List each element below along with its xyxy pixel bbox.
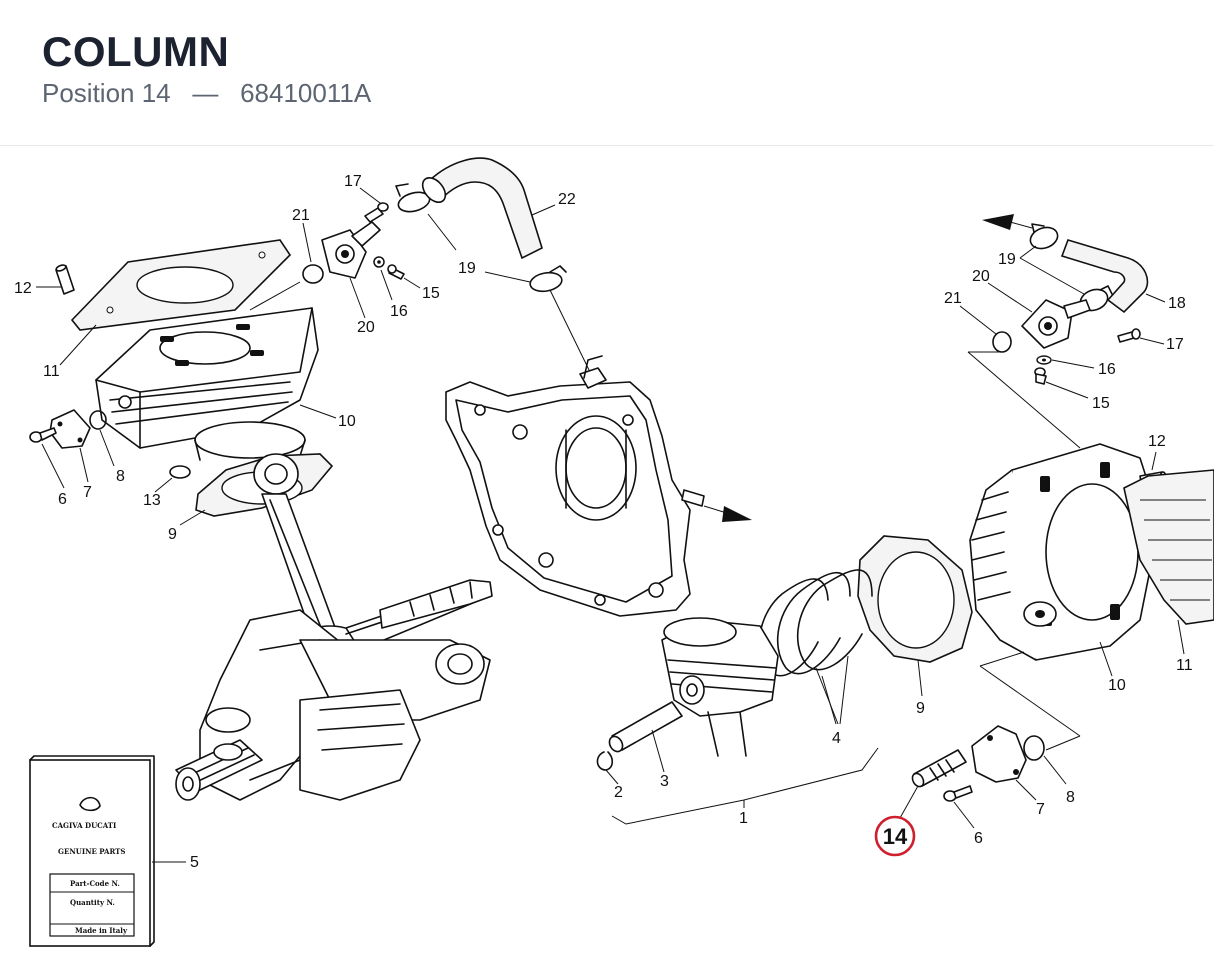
callout-6-right: 6 [974,830,983,847]
callout-18: 18 [1168,295,1186,312]
page-title: COLUMN [42,28,230,75]
callout-11-left: 11 [43,363,60,380]
circlip-2 [596,751,614,771]
callout-20-right: 20 [972,268,990,285]
flow-arrow-crankcase [703,505,752,522]
callout-6-left: 6 [58,491,67,508]
callout-19-left: 19 [458,260,476,277]
callout-1: 1 [739,810,748,827]
screw-15-left [387,264,405,280]
booklet-footer: Made in Italy [75,926,128,935]
water-fitting-20-left [321,221,381,279]
cover-plate-7-left [49,409,91,449]
flow-arrow-top-right [982,214,1033,230]
callout-9-left: 9 [168,526,177,543]
callout-4: 4 [832,730,841,747]
callout-10-left: 10 [338,413,356,430]
cover-plate-7-right [971,725,1027,783]
callout-8-left: 8 [116,468,125,485]
cylinder-10-right [969,443,1161,661]
screw-17-left [364,202,389,223]
head-gasket-11-left [70,239,292,331]
callout-2: 2 [614,784,623,801]
water-hose-22 [421,157,543,260]
dowel-pin-12-left [55,264,75,295]
parts-booklet-5: CAGIVA DUCATI GENUINE PARTS Part-Code N.… [29,755,155,947]
callout-7-right: 7 [1036,801,1045,818]
piston-rings-4 [758,569,873,677]
o-ring-21-left [302,264,324,284]
callout-19-right: 19 [998,251,1016,268]
callout-3: 3 [660,773,669,790]
o-ring-21-right [992,331,1012,353]
callout-21-left: 21 [292,207,310,224]
callout-8-right: 8 [1066,789,1075,806]
callout-22: 22 [558,191,576,208]
callout-15-right: 15 [1092,395,1110,412]
hose-clamp-19-right-upper [1029,223,1059,250]
page-header: COLUMN Position 14 — 68410011A [0,0,1214,146]
position-label: Position 14 [42,78,171,108]
part-code: 68410011A [240,78,372,108]
separator: — [192,78,219,108]
callout-15-left: 15 [422,285,440,302]
callout-21-right: 21 [944,290,962,307]
callout-17-left: 17 [344,173,362,190]
callout-10-right: 10 [1108,677,1126,694]
page-subtitle: Position 14 — 68410011A [42,78,371,109]
hose-clamp-19-left-lower [529,265,567,293]
booklet-brand: CAGIVA DUCATI [52,821,116,830]
base-gasket-9-right [857,535,973,663]
callout-12-right: 12 [1148,433,1166,450]
screw-6-right [943,785,973,802]
callout-9-right: 9 [916,700,925,717]
crankshaft-assembly [175,453,493,801]
screw-15-right [1034,367,1047,385]
callout-12-left: 12 [14,280,32,297]
callout-7-left: 7 [83,484,92,501]
head-gasket-11-right [1123,469,1214,625]
stud-14 [911,749,967,788]
screw-6-left [29,427,57,443]
callout-16-left: 16 [390,303,408,320]
booklet-quantity-label: Quantity N. [70,898,115,907]
crankcase-half [445,355,705,617]
booklet-subtitle: GENUINE PARTS [58,847,125,856]
o-ring-8-right [1023,735,1045,761]
o-ring-13 [169,465,191,479]
highlighted-callout-14[interactable]: 14 [874,815,916,857]
washer-16-left [373,256,385,268]
callout-16-right: 16 [1098,361,1116,378]
piston-pin-3 [608,701,683,753]
callout-5: 5 [190,854,199,871]
washer-16-right [1036,355,1052,365]
callout-13: 13 [143,492,161,509]
callout-20-left: 20 [357,319,375,336]
callout-14-label: 14 [883,824,908,849]
exploded-parts-diagram: 12 11 10 21 20 [0,146,1214,966]
booklet-part-code-label: Part-Code N. [70,879,120,888]
cylinder-10-left [95,307,319,461]
callout-17-right: 17 [1166,336,1184,353]
screw-17-right [1117,328,1141,343]
o-ring-8-left [89,410,107,430]
water-fitting-20-right [1021,299,1091,349]
callout-11-right: 11 [1176,657,1193,674]
piston-1 [661,617,779,757]
